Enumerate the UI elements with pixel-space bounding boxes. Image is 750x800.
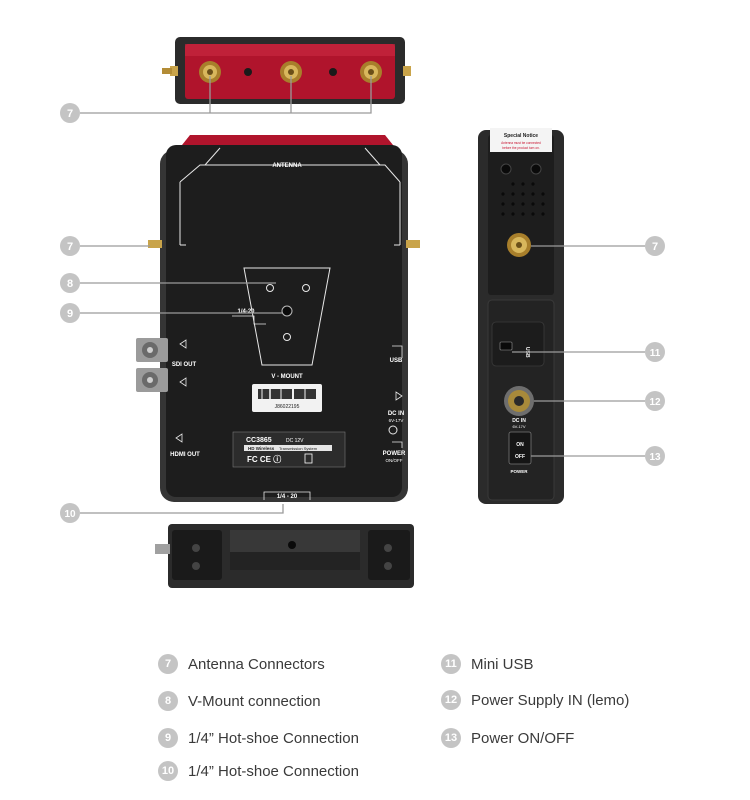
port-arrow-icon <box>179 377 187 387</box>
v-mount-plate[interactable] <box>243 267 331 366</box>
bottom-screw-label: 1/4 - 20 <box>277 494 298 500</box>
svg-text:7: 7 <box>67 241 73 253</box>
legend-label: Power Supply IN (lemo) <box>471 691 630 709</box>
legend-label: 1/4” Hot-shoe Connection <box>188 762 359 780</box>
legend-item: 10 1/4” Hot-shoe Connection <box>158 761 359 781</box>
legend-badge: 13 <box>441 728 461 748</box>
notice-line1: Antenna must be connected <box>501 141 541 145</box>
sma-connector-icon[interactable] <box>199 61 221 83</box>
callout-badge: 7 <box>645 236 665 256</box>
callout-leaders <box>80 76 645 514</box>
power-switch[interactable] <box>508 431 532 465</box>
callout-badge: 9 <box>60 303 80 323</box>
sma-connector-icon[interactable] <box>280 61 302 83</box>
svg-text:9: 9 <box>67 308 73 320</box>
serial-sticker <box>252 384 322 412</box>
vent-grille <box>501 182 545 216</box>
svg-text:11: 11 <box>650 348 661 359</box>
legend-item: 7 Antenna Connectors <box>158 654 325 674</box>
sdi-out-port[interactable] <box>136 368 168 392</box>
legend-item: 8 V-Mount connection <box>158 691 321 711</box>
legend-label: 1/4” Hot-shoe Connection <box>188 729 359 747</box>
side-power-label: POWER <box>510 469 528 474</box>
mount-screw-hole[interactable] <box>288 541 296 549</box>
hdmi-out-label: HDMI OUT <box>170 452 200 458</box>
antenna-bracket <box>179 147 401 246</box>
legend-label: Mini USB <box>471 655 534 673</box>
svg-text:12: 12 <box>649 397 661 408</box>
usb-label: USB <box>390 358 403 364</box>
product-line: HD Wireless <box>248 446 275 451</box>
product-sub: Transmission System <box>279 446 318 451</box>
mini-usb-port[interactable] <box>499 341 513 351</box>
notice-title: Special Notice <box>504 133 538 139</box>
sma-connector-icon[interactable] <box>360 61 382 83</box>
serial-number: J86022195 <box>275 404 300 410</box>
svg-text:10: 10 <box>64 509 76 520</box>
port-arrow-icon <box>395 391 403 401</box>
mount-screw-hole[interactable] <box>281 305 293 317</box>
callout-badge: 7 <box>60 103 80 123</box>
legend-label: V-Mount connection <box>188 692 321 710</box>
side-dc-in-label: DC IN <box>512 418 526 424</box>
lemo-connector[interactable] <box>504 386 534 416</box>
lemo-socket-icon[interactable] <box>388 425 398 435</box>
top-view <box>162 37 411 104</box>
legend-item: 13 Power ON/OFF <box>441 728 574 748</box>
svg-text:7: 7 <box>67 108 73 120</box>
svg-text:7: 7 <box>652 241 658 253</box>
legend-badge: 9 <box>158 728 178 748</box>
power-label: POWER <box>383 451 406 457</box>
antenna-label: ANTENNA <box>272 163 302 169</box>
callout-badge: 8 <box>60 273 80 293</box>
legend-item: 12 Power Supply IN (lemo) <box>441 690 629 710</box>
switch-off-label: OFF <box>515 454 525 460</box>
dc-in-label: DC IN <box>388 411 404 417</box>
legend-badge: 8 <box>158 691 178 711</box>
legend-badge: 7 <box>158 654 178 674</box>
side-view <box>478 128 564 504</box>
legend-badge: 10 <box>158 761 178 781</box>
mount-screw-label: 1/4-20 <box>237 309 255 315</box>
side-voltage-label: 6V-17V <box>512 424 525 429</box>
svg-text:13: 13 <box>649 452 661 463</box>
sdi-out-label: SDI OUT <box>172 362 197 368</box>
recycle-bin-icon <box>304 453 313 464</box>
power-onoff-label: ON/OFF <box>386 458 403 463</box>
legend-label: Antenna Connectors <box>188 655 325 673</box>
model-power: DC 12V <box>286 438 304 444</box>
model-plate <box>232 431 346 468</box>
callout-badge: 7 <box>60 236 80 256</box>
port-arrow-icon <box>179 339 187 349</box>
dc-in-voltage-label: 6V-17V <box>389 418 404 423</box>
callout-badge: 13 <box>645 446 665 466</box>
callout-badge: 10 <box>60 503 80 523</box>
callout-badge: 11 <box>645 342 665 362</box>
front-view: ANTENNA 1/4-20 V - MOUNT SDI OUT HDMI OU… <box>136 135 420 502</box>
v-mount-label: V - MOUNT <box>271 374 303 380</box>
port-arrow-icon <box>175 433 183 443</box>
notice-line2: before the product turn on. <box>502 146 540 150</box>
svg-text:8: 8 <box>67 278 73 290</box>
sdi-out-port[interactable] <box>136 338 168 362</box>
sma-connector-icon[interactable] <box>507 233 531 257</box>
legend-item: 9 1/4” Hot-shoe Connection <box>158 728 359 748</box>
callout-badge: 12 <box>645 391 665 411</box>
switch-on-label: ON <box>516 442 524 448</box>
legend-item: 11 Mini USB <box>441 654 534 674</box>
legend-label: Power ON/OFF <box>471 729 575 747</box>
model-name: CC3865 <box>246 437 272 444</box>
cert-marks: FC CE ⓘ <box>247 454 281 464</box>
bottom-view <box>155 524 414 588</box>
legend-badge: 11 <box>441 654 461 674</box>
legend-badge: 12 <box>441 690 461 710</box>
